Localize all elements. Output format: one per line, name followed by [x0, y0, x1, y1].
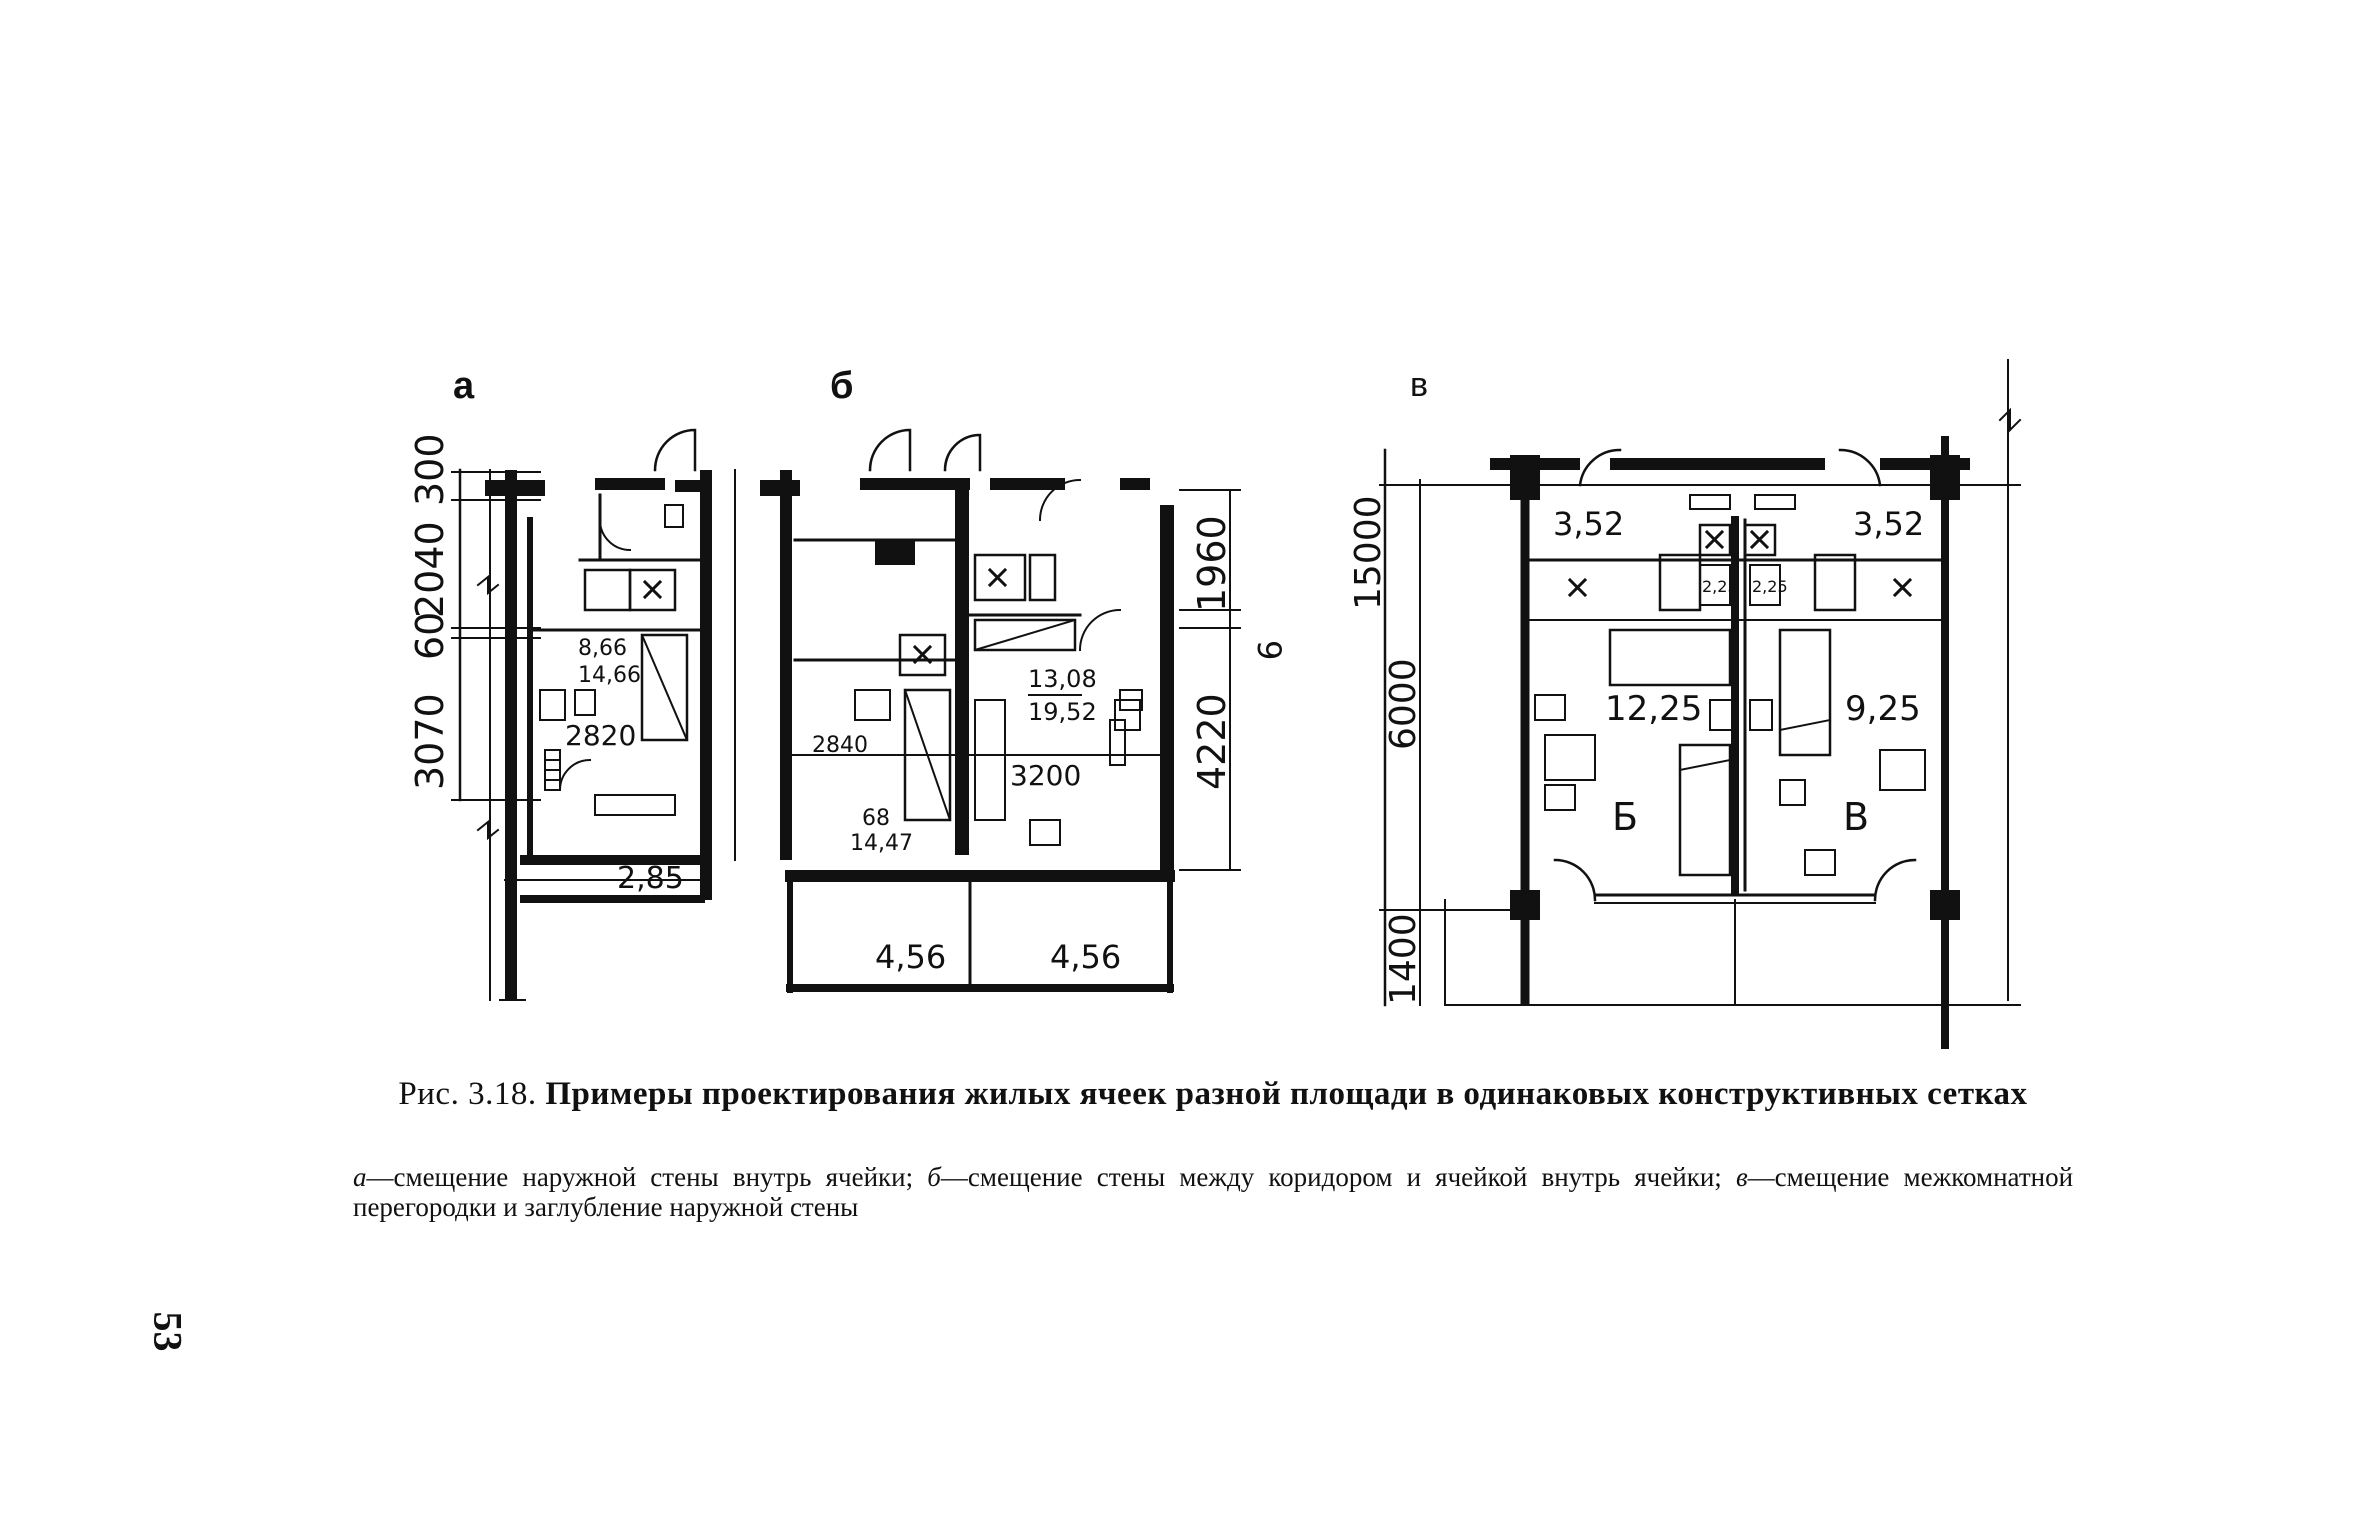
plan-c [1379, 359, 2022, 1049]
area-a-2: 14,66 [578, 663, 641, 688]
dim-a-300: 300 [408, 433, 452, 506]
legend-text-b: —смещение стены между коридором и ячейко… [940, 1162, 1736, 1192]
area-c-room-b: 12,25 [1605, 689, 1702, 729]
dim-b-1960: 1960 [1190, 515, 1234, 612]
area-b-1: 13,08 [1028, 665, 1097, 693]
caption-title: Примеры проектирования жилых ячеек разно… [545, 1076, 2028, 1112]
dim-b-2840: 2840 [812, 733, 868, 758]
dim-b-4220: 4220 [1190, 693, 1234, 790]
dim-c-6000: 6000 [1383, 658, 1424, 750]
legend-key-b: б [927, 1162, 941, 1192]
dim-c-1400: 1400 [1383, 913, 1424, 1005]
dim-b-9: 9 [1250, 640, 1288, 660]
area-c-3: 2,25 [1702, 577, 1738, 596]
area-b-balcony-1: 4,56 [875, 938, 946, 976]
panel-a-letter: а [453, 365, 475, 407]
area-b-3: 68 [862, 806, 890, 831]
room-label-b: Б [1612, 795, 1638, 839]
area-b-balcony-2: 4,56 [1050, 938, 1121, 976]
dim-a-2820: 2820 [565, 719, 636, 752]
panel-b-letter: б [830, 365, 853, 407]
figure-caption: Рис. 3.18. Примеры проектирования жилых … [353, 1075, 2073, 1113]
area-b-2: 19,52 [1028, 698, 1097, 726]
area-c-room-v: 9,25 [1845, 689, 1921, 729]
area-c-2: 3,52 [1853, 505, 1924, 543]
panel-c-letter: в [1410, 366, 1428, 404]
dim-a-60: 60 [408, 612, 452, 660]
figure-legend: а—смещение наружной стены внутрь ячейки;… [353, 1162, 2073, 1222]
caption-number: Рис. 3.18. [398, 1076, 537, 1112]
area-a-balcony: 2,85 [617, 861, 684, 896]
dim-b-3200: 3200 [1010, 759, 1081, 792]
legend-key-a: а [353, 1162, 367, 1192]
plan-a [451, 428, 712, 1001]
dim-a-2040: 2040 [408, 521, 452, 618]
legend-text-c: —смещение межкомнатной перегородки и заг… [353, 1162, 2074, 1222]
area-b-4: 14,47 [850, 831, 913, 856]
area-a-1: 8,66 [578, 636, 627, 661]
dim-a-3070: 3070 [408, 693, 452, 790]
area-c-4: 2,25 [1752, 577, 1788, 596]
room-label-v: В [1843, 795, 1869, 839]
legend-text-a: —смещение наружной стены внутрь ячейки; [366, 1162, 928, 1192]
plan-b [734, 428, 1241, 993]
area-c-1: 3,52 [1553, 505, 1624, 543]
dim-c-15000: 15000 [1348, 495, 1389, 610]
legend-key-c: в [1735, 1162, 1748, 1192]
